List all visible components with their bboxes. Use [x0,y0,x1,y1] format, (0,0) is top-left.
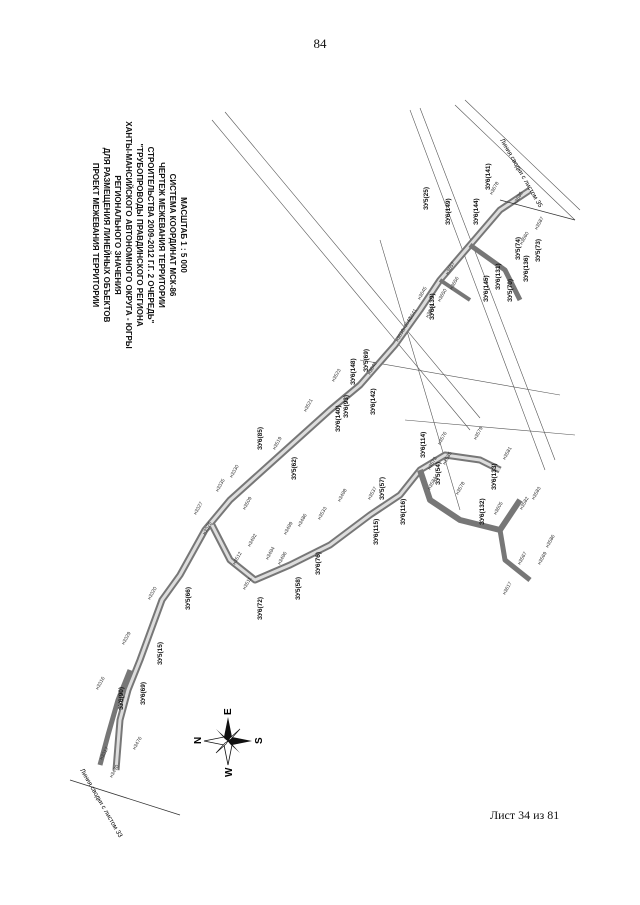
point-label: н3582 [519,496,531,511]
parcel-label: ЗУ6(149) [445,198,452,225]
point-label: н3329 [121,631,133,646]
parcel-label: ЗУ6(90) [118,687,125,710]
point-label: н3499 [283,521,295,536]
parcel-label: ЗУ5(54) [435,462,442,485]
parcel-label: ЗУ6(142) [370,388,377,415]
parcel-label: ЗУ6(76) [315,552,322,575]
point-label: н3656 [449,276,461,291]
pipeline-corridor [97,187,532,771]
title-line: ЧЕРТЕЖ МЕЖЕВАНИЯ ТЕРРИТОРИИ [157,162,166,308]
parcel-label: ЗУ5(25) [423,187,430,210]
title-block: ПРОЕКТ МЕЖЕВАНИЯ ТЕРРИТОРИИ ДЛЯ РАЗМЕЩЕН… [91,121,188,349]
parcel-label: ЗУ6(72) [257,597,264,620]
point-label: н3617 [502,581,514,596]
parcel-label: ЗУ6(139) [429,293,436,320]
point-label: н3569 [537,551,549,566]
title-line: МАСШТАБ 1 : 5 000 [179,197,188,273]
point-label: н3578 [455,481,467,496]
parcel-label: ЗУ5(58) [295,577,302,600]
parcel-labels: ЗУ6(69) ЗУ6(90) ЗУ5(15) ЗУ5(66) ЗУ6(85) … [118,163,542,710]
page-number: 84 [313,36,327,51]
sheet-label: Лист 34 из 81 [490,808,560,822]
compass-label-n: N [193,737,204,744]
point-label: н3567 [517,551,529,566]
point-label: н3316 [95,676,107,691]
point-label: н3537 [367,486,379,501]
parcel-label: ЗУ5(66) [185,587,192,610]
point-label: н3587 [534,216,546,231]
compass-label-w: W [224,767,235,777]
title-line: ДЛЯ РАЗМЕЩЕНИЯ ЛИНЕЙНЫХ ОБЪЕКТОВ [102,148,111,323]
point-label: н3494 [265,546,277,561]
point-label: н3470 [109,764,121,779]
point-label: н3498 [337,488,349,503]
point-label: н3657 [445,261,457,276]
parcel-label: ЗУ6(69) [140,682,147,705]
point-label: н3486 [297,513,309,528]
parcel-label: ЗУ5(62) [291,457,298,480]
point-label: н3330 [229,464,241,479]
compass-label-s: S [254,737,265,744]
point-label: н3476 [132,736,144,751]
point-label: н3317 [99,746,111,761]
parcel-label: ЗУ5(57) [379,477,386,500]
title-line: ПРОЕКТ МЕЖЕВАНИЯ ТЕРРИТОРИИ [91,163,100,308]
parcel-label: ЗУ5(74) [515,237,522,260]
point-label: н3660 [519,231,531,246]
title-line: ХАНТЫ-МАНСИЙСКОГО АВТОНОМНОГО ОКРУГА - Ю… [124,121,133,349]
parcel-label: ЗУ6(85) [257,427,264,450]
compass-label-e: E [223,708,234,715]
parcel-label: ЗУ5(73) [535,239,542,262]
title-line: СИСТЕМА КООРДИНАТ МСК-86 [168,174,177,297]
point-label: н3512 [232,551,244,566]
background-lines [211,99,581,511]
parcel-label: ЗУ6(136) [523,255,530,282]
point-label: н3650 [437,288,449,303]
parcel-label: ЗУ6(114) [420,432,427,458]
match-line-left-label: Линия сводки с листом 33 [78,768,123,840]
point-label: н3533 [317,506,329,521]
parcel-label: ЗУ5(15) [157,642,164,665]
point-label: н3320 [147,586,159,601]
point-label: н3511 [242,576,254,591]
parcel-label: ЗУ6(133) [491,463,498,490]
point-label: н3327 [193,501,205,516]
point-label: н3492 [247,533,259,548]
point-label: н3579 [473,426,485,441]
parcel-label: ЗУ6(132) [479,498,486,525]
point-label: н3523 [331,368,343,383]
parcel-label: ЗУ6(131) [495,263,502,290]
point-label: н3576 [437,431,449,446]
parcel-label: ЗУ5(69) [363,349,370,372]
point-label: н3605 [493,501,505,516]
parcel-label: ЗУ6(148) [350,358,357,385]
title-line: РЕГИОНАЛЬНОГО ЗНАЧЕНИЯ [113,175,122,295]
parcel-label: ЗУ6(141) [485,163,492,190]
match-lines [69,199,576,816]
parcel-label: ЗУ5(70) [507,279,514,302]
parcel-label: ЗУ6(115) [373,519,380,545]
title-line: "ТРУБОПРОВОДЫ ПРАВДИНСКОГО РЕГИОНА [135,143,144,326]
point-label: н3586 [545,534,557,549]
title-line: СТРОИТЕЛЬСТВА 2009-2012 Г.Г. 2 ОЧЕРЕДЬ" [146,147,155,324]
point-label: н3581 [502,446,514,461]
point-label: н3509 [242,496,254,511]
parcel-label: ЗУ6(116) [400,499,407,525]
compass-rose: N S E W [193,708,265,777]
point-label: н3583 [531,486,543,501]
parcel-label: ЗУ6(145) [483,275,490,302]
point-label: н3335 [215,478,227,493]
parcel-label: ЗУ6(144) [473,198,480,225]
parcel-label: ЗУ6(140) [335,405,342,432]
parcel-label: ЗУ6(93) [343,395,350,418]
point-label: н3521 [303,398,315,413]
